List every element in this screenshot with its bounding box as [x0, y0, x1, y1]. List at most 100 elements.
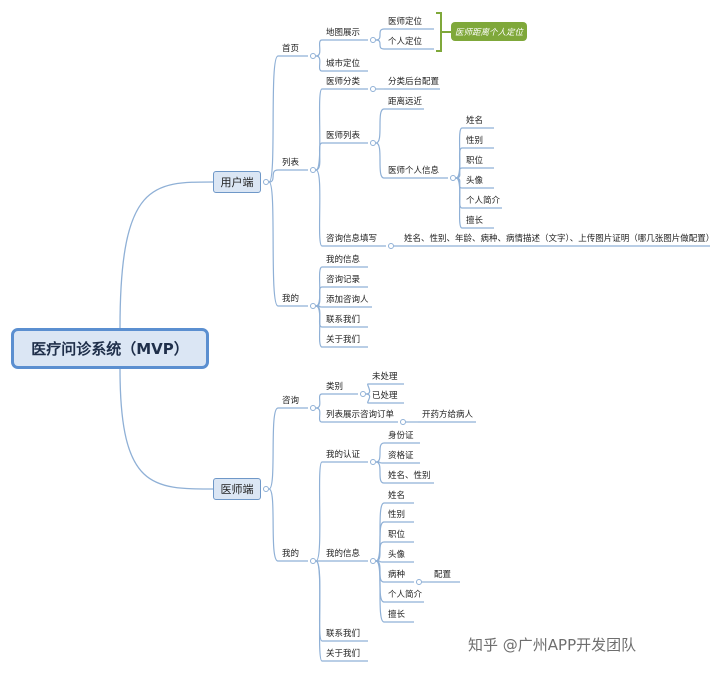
collapse-toggle-icon[interactable]	[416, 579, 422, 585]
topic-node[interactable]: 姓名、性别、年龄、病种、病情描述（文字）、上传图片证明（哪几张图片做配置）	[404, 234, 715, 244]
connector-line	[268, 488, 279, 562]
topic-node[interactable]: 首页	[282, 44, 300, 54]
topic-node[interactable]: 类别	[326, 382, 344, 392]
collapse-toggle-icon[interactable]	[370, 37, 376, 43]
topic-node[interactable]: 姓名	[388, 491, 406, 501]
collapse-toggle-icon[interactable]	[370, 558, 376, 564]
topic-node[interactable]: 医师列表	[326, 131, 361, 141]
topic-node[interactable]: 列表	[282, 158, 300, 168]
connector-line	[315, 169, 323, 247]
topic-node[interactable]: 职位	[388, 530, 406, 540]
topic-node[interactable]: 咨询	[282, 396, 300, 406]
connector-line	[375, 541, 385, 562]
collapse-toggle-icon[interactable]	[310, 53, 316, 59]
user-branch-node[interactable]: 用户端	[213, 171, 261, 193]
collapse-toggle-icon[interactable]	[360, 391, 366, 397]
connector-line	[365, 383, 371, 395]
topic-node[interactable]: 关于我们	[326, 649, 361, 659]
connector-line	[268, 55, 279, 183]
connector-line	[268, 169, 279, 183]
connector-line	[375, 461, 385, 484]
connector-line	[375, 108, 385, 144]
connector-line	[455, 177, 463, 229]
collapse-toggle-icon[interactable]	[450, 175, 456, 181]
topic-node[interactable]: 个人定位	[388, 37, 423, 47]
connector-line	[315, 305, 323, 348]
connector-line	[315, 55, 323, 72]
topic-node[interactable]: 未处理	[372, 372, 398, 382]
connector-line	[315, 560, 323, 662]
topic-node[interactable]: 擅长	[388, 610, 406, 620]
topic-node[interactable]: 医师定位	[388, 17, 423, 27]
connector-line	[315, 407, 323, 423]
topic-node[interactable]: 列表展示咨询订单	[326, 410, 395, 420]
connector-line	[455, 147, 463, 179]
topic-node[interactable]: 已处理	[372, 391, 398, 401]
collapse-toggle-icon[interactable]	[400, 419, 406, 425]
connector-line	[375, 142, 385, 179]
connector-line	[375, 521, 385, 562]
topic-node[interactable]: 资格证	[388, 451, 414, 461]
collapse-toggle-icon[interactable]	[310, 303, 316, 309]
topic-node[interactable]: 病种	[388, 570, 406, 580]
collapse-toggle-icon[interactable]	[310, 558, 316, 564]
topic-node[interactable]: 姓名	[466, 116, 484, 126]
connector-line	[315, 393, 323, 409]
connector-line	[119, 368, 214, 490]
topic-node[interactable]: 我的	[282, 294, 300, 304]
watermark: 知乎 @广州APP开发团队	[468, 636, 637, 654]
topic-node[interactable]: 医师个人信息	[388, 166, 440, 176]
connector-line	[119, 181, 214, 329]
collapse-toggle-icon[interactable]	[370, 86, 376, 92]
topic-node[interactable]: 姓名、性别	[388, 471, 431, 481]
topic-node[interactable]: 职位	[466, 156, 484, 166]
topic-node[interactable]: 联系我们	[326, 629, 361, 639]
connector-line	[315, 286, 323, 307]
topic-node[interactable]: 关于我们	[326, 335, 361, 345]
collapse-toggle-icon[interactable]	[263, 486, 269, 492]
connector-line	[315, 142, 323, 171]
topic-node[interactable]: 头像	[466, 176, 484, 186]
doctor-branch-node[interactable]: 医师端	[213, 478, 261, 500]
collapse-toggle-icon[interactable]	[310, 405, 316, 411]
root-node[interactable]: 医疗问诊系统（MVP）	[11, 328, 209, 369]
connector-line	[315, 39, 323, 57]
collapse-toggle-icon[interactable]	[370, 459, 376, 465]
topic-node[interactable]: 城市定位	[326, 59, 361, 69]
connector-line	[315, 461, 323, 562]
topic-node[interactable]: 个人简介	[466, 196, 501, 206]
topic-node[interactable]: 开药方给病人	[422, 410, 474, 420]
topic-node[interactable]: 性别	[466, 136, 484, 146]
connector-line	[375, 28, 385, 41]
connector-line	[315, 88, 323, 171]
topic-node[interactable]: 联系我们	[326, 315, 361, 325]
topic-node[interactable]: 配置	[434, 570, 452, 580]
topic-node[interactable]: 分类后台配置	[388, 77, 440, 87]
topic-node[interactable]: 性别	[388, 510, 406, 520]
topic-node[interactable]: 我的信息	[326, 549, 361, 559]
topic-node[interactable]: 咨询信息填写	[326, 234, 378, 244]
topic-node[interactable]: 地图展示	[326, 28, 361, 38]
topic-node[interactable]: 身份证	[388, 431, 414, 441]
connector-line	[375, 560, 385, 623]
topic-node[interactable]: 我的信息	[326, 255, 361, 265]
connector-line	[375, 442, 385, 463]
topic-node[interactable]: 我的	[282, 549, 300, 559]
connector-line	[268, 181, 279, 307]
topic-node[interactable]: 个人简介	[388, 590, 423, 600]
connector-line	[365, 393, 371, 404]
topic-node[interactable]: 添加咨询人	[326, 295, 369, 305]
topic-node[interactable]: 距离远近	[388, 97, 423, 107]
collapse-toggle-icon[interactable]	[388, 243, 394, 249]
collapse-toggle-icon[interactable]	[310, 167, 316, 173]
topic-node[interactable]: 擅长	[466, 216, 484, 226]
topic-node[interactable]: 头像	[388, 550, 406, 560]
callout-note: 医师距离个人定位	[451, 22, 527, 41]
topic-node[interactable]: 咨询记录	[326, 275, 361, 285]
topic-node[interactable]: 我的认证	[326, 450, 361, 460]
collapse-toggle-icon[interactable]	[263, 179, 269, 185]
collapse-toggle-icon[interactable]	[370, 140, 376, 146]
topic-node[interactable]: 医师分类	[326, 77, 361, 87]
